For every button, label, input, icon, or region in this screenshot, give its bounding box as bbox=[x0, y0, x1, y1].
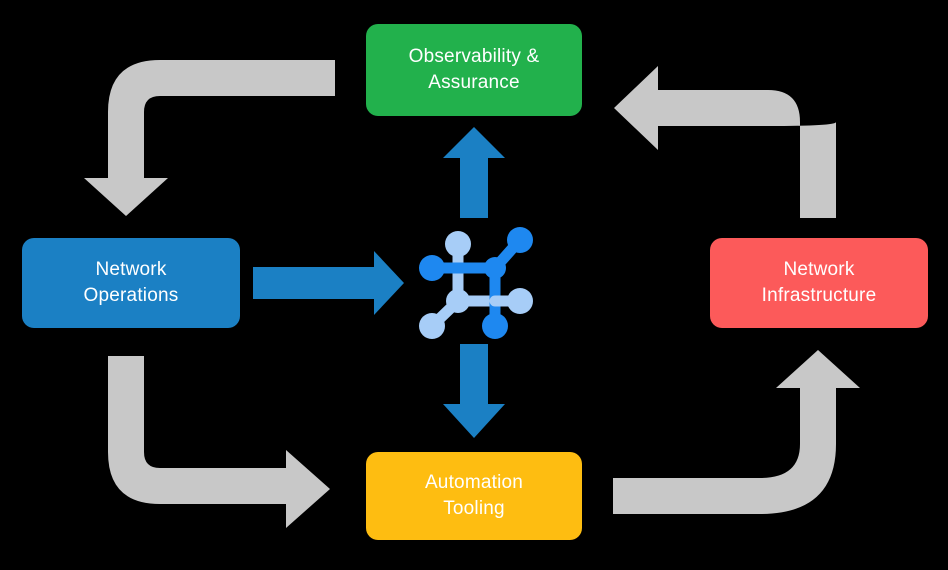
network-icon-node-center-left bbox=[446, 289, 470, 313]
box-automation-tooling[interactable]: Automation Tooling bbox=[366, 452, 582, 540]
arrow-center-to-observability bbox=[443, 127, 505, 218]
network-icon-node-right bbox=[507, 288, 533, 314]
network-icon-node-bottom-left bbox=[419, 313, 445, 339]
arrow-network-operations-to-center bbox=[253, 251, 404, 315]
box-network-infrastructure[interactable]: Network Infrastructure bbox=[710, 238, 928, 328]
arrow-network-infrastructure-to-observability bbox=[614, 66, 836, 218]
network-topology-icon bbox=[419, 227, 533, 339]
arrow-automation-tooling-to-network-infrastructure bbox=[613, 350, 860, 514]
network-icon-light-links bbox=[426, 238, 501, 332]
network-icon-node-bottom bbox=[482, 313, 508, 339]
network-icon-node-left bbox=[419, 255, 445, 281]
box-network-operations-label: Network Operations bbox=[83, 259, 179, 306]
network-icon-node-top-right bbox=[507, 227, 533, 253]
network-icon-node-top-left bbox=[445, 231, 471, 257]
box-observability-label: Observability & Assurance bbox=[408, 46, 540, 93]
box-observability-and-assurance[interactable]: Observability & Assurance bbox=[366, 24, 582, 116]
box-network-infrastructure-label: Network Infrastructure bbox=[761, 259, 877, 306]
arrow-network-operations-to-automation-tooling bbox=[108, 356, 330, 528]
arrow-center-to-automation-tooling bbox=[443, 344, 505, 438]
box-network-operations[interactable]: Network Operations bbox=[22, 238, 240, 328]
network-icon-node-center-right bbox=[484, 257, 506, 279]
arrow-observability-to-network-operations bbox=[84, 60, 335, 216]
box-automation-tooling-label: Automation Tooling bbox=[424, 472, 524, 519]
